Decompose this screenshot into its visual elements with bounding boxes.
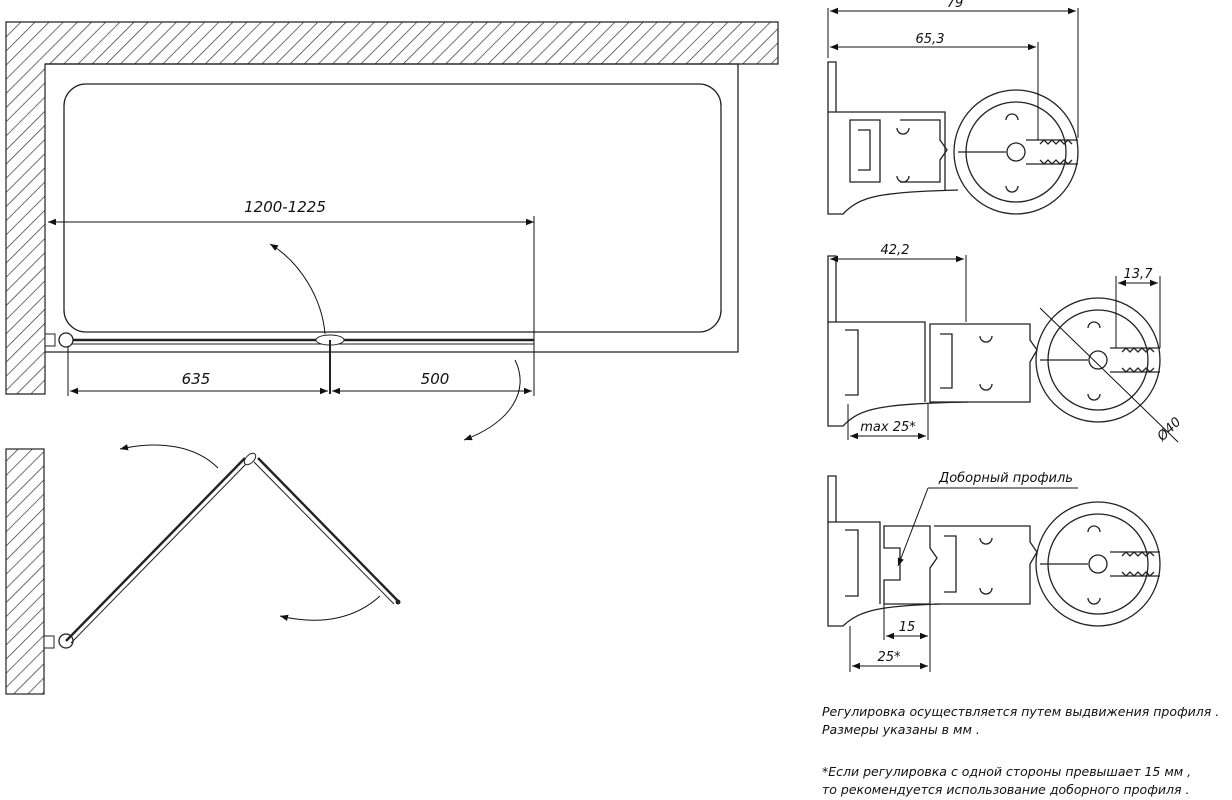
swing-arc-up [269, 243, 326, 335]
plan-view-top: 1200-1225 635 500 [5, 21, 779, 441]
dim-42-label: 42,2 [881, 243, 910, 258]
profile-1-dims: 79 65,3 [827, 0, 1079, 140]
note-line-1: Регулировка осуществляется путем выдвиже… [822, 704, 1220, 719]
dim-max25-label: max 25* [860, 420, 916, 435]
bathtub-outline [45, 63, 739, 353]
dim-25-label: 25* [877, 650, 901, 665]
profile-2-round [1035, 297, 1161, 423]
dim-width-label: 1200-1225 [244, 198, 326, 216]
glass-panel-right [257, 457, 399, 602]
wall-bracket-bottom [43, 635, 55, 649]
wall-hatched-top [5, 21, 779, 395]
note-line-4: то рекомендуется использование доборного… [822, 782, 1190, 797]
dim-line-dia40 [1039, 307, 1179, 443]
hinge-icon [58, 332, 74, 348]
dim-65-label: 65,3 [916, 32, 945, 47]
profile-section-2 [827, 255, 1161, 427]
dim-15-label: 15 [899, 620, 916, 635]
swing-arc-down [463, 359, 521, 441]
dim-left-label: 635 [182, 370, 211, 388]
profile-2-dims: 42,2 13,7 max 25* Ø40 [830, 243, 1184, 445]
profile-3-dims: Доборный профиль 15 25* [849, 471, 1078, 672]
wall-hatched-bottom [5, 448, 45, 695]
profile-section-3 [827, 475, 1161, 627]
dim-79-label: 79 [947, 0, 964, 11]
note-line-2: Размеры указаны в мм . [822, 722, 980, 737]
glass-panel-left [65, 457, 246, 642]
extension-profile-label: Доборный профиль [938, 471, 1073, 486]
bathtub-inner [63, 83, 722, 333]
wall-bracket [44, 333, 56, 347]
fold-arc-right [279, 595, 381, 621]
profile-section-1 [827, 61, 1079, 215]
dim-13-label: 13,7 [1124, 267, 1154, 282]
profile-3-round [1035, 501, 1161, 627]
dim-dia-label: Ø40 [1154, 415, 1184, 445]
profile-1-round [953, 89, 1079, 215]
fold-arc-left [119, 444, 219, 469]
plan-view-folded [5, 444, 401, 695]
note-line-3: *Если регулировка с одной стороны превыш… [822, 764, 1192, 779]
dim-right-label: 500 [421, 370, 450, 388]
extension-profile [883, 525, 938, 605]
